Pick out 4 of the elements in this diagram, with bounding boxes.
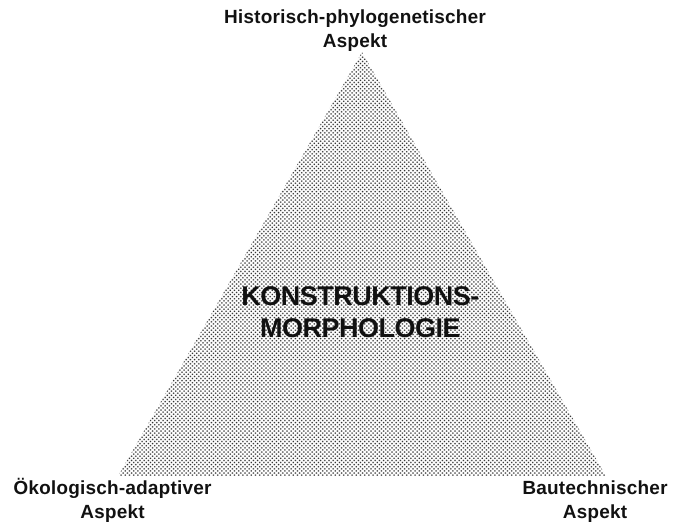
- stippled-triangle: [118, 52, 606, 476]
- corner-label: Historisch-phylogenetischer Aspekt: [223, 6, 487, 54]
- corner-label: Ökologisch-adaptiver Aspekt: [12, 477, 213, 525]
- corner-label: Bautechnischer Aspekt: [521, 477, 669, 525]
